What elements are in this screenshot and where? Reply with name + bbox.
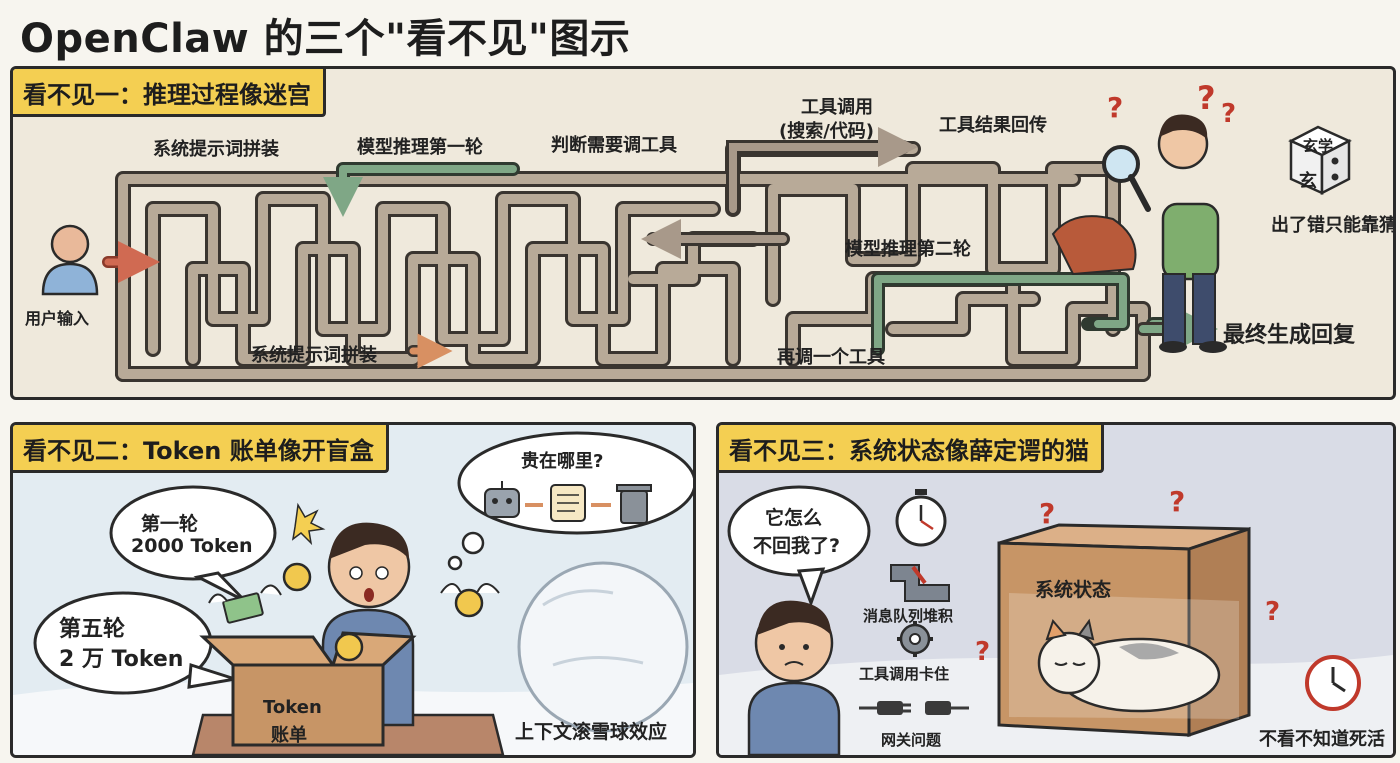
flying-money-icon: [208, 584, 282, 624]
question-mark: ?: [975, 637, 991, 667]
speech-bubble-no-reply: [727, 485, 871, 608]
snowball-icon: [517, 561, 689, 733]
flying-coin-icon: [282, 562, 500, 662]
user-avatar-icon: [41, 224, 99, 296]
detective-icon: [1051, 114, 1227, 353]
scroll-icon: [550, 484, 586, 522]
step-model-round1: 模型推理第一轮: [357, 137, 483, 158]
dice-icon: [1288, 125, 1352, 196]
round5-label: 第五轮: [59, 617, 126, 642]
bubble-line2: 不回我了?: [753, 535, 841, 557]
tool-stuck-label: 工具调用卡住: [859, 665, 950, 683]
robot-icon: [484, 481, 520, 518]
sleeping-cat-icon: [1037, 618, 1221, 713]
token-box-icon: [199, 631, 417, 747]
step-model-round2: 模型推理第二轮: [845, 239, 971, 260]
question-mark: ?: [1221, 99, 1237, 129]
unplugged-icon: [859, 701, 969, 715]
dice-label: 玄学: [1303, 137, 1334, 155]
panel2-title: 看不见二：Token 账单像开盲盒: [13, 425, 389, 473]
token-illustration: [13, 431, 693, 755]
stopwatch-icon: [895, 489, 947, 547]
question-mark: ?: [1197, 79, 1216, 117]
step-tool-result: 工具结果回传: [939, 115, 1047, 136]
step-tool-call-detail: (搜索/代码): [779, 121, 875, 142]
alive-caption: 不看不知道死活: [1259, 729, 1385, 750]
gateway-label: 网关问题: [881, 731, 942, 749]
gear-icon: [897, 621, 933, 657]
sad-person-icon: [747, 600, 841, 755]
user-input-label: 用户输入: [25, 309, 90, 328]
question-mark: ?: [1039, 497, 1056, 530]
step-system-prompt: 系统提示词拼装: [153, 139, 279, 160]
queue-label: 消息队列堆积: [863, 607, 954, 625]
box-label: Token: [263, 697, 322, 718]
question-mark: ?: [1169, 485, 1186, 518]
panel-system-state: 看不见三：系统状态像薛定谔的猫 它怎么 不回我了? 消息队列堆积 工具调用卡住 …: [716, 422, 1396, 758]
round1-tokens: 2000 Token: [131, 535, 253, 557]
step-call-again: 再调一个工具: [777, 347, 885, 368]
box-state-label: 系统状态: [1035, 579, 1112, 601]
state-illustration: [719, 485, 1393, 755]
panel-token-bill: 看不见二：Token 账单像开盲盒 第一轮 2000 Token 第五轮 2 万…: [10, 422, 696, 758]
dice-glyph: 玄: [1299, 171, 1317, 192]
maze-illustration: [41, 114, 1352, 382]
step-judge-tools: 判断需要调工具: [551, 135, 677, 156]
box-label-bill: 账单: [271, 725, 307, 746]
panel3-title: 看不见三：系统状态像薛定谔的猫: [719, 425, 1104, 473]
question-mark: ?: [1265, 597, 1281, 627]
bubble-line1: 它怎么: [765, 507, 823, 529]
round1-label: 第一轮: [141, 513, 199, 535]
shock-star-icon: [291, 502, 326, 546]
snowball-caption: 上下文滚雪球效应: [515, 721, 668, 743]
panel-reasoning-maze: 看不见一：推理过程像迷宫 用户输入 系统提示词拼装 模型推理第一轮 判断需要调工…: [10, 66, 1396, 400]
round5-tokens: 2 万 Token: [59, 647, 184, 672]
page-title: OpenClaw 的三个"看不见"图示: [20, 16, 631, 62]
pipe-icon: [890, 564, 950, 602]
speech-bubble-round1: [109, 485, 277, 603]
final-reply-label: 最终生成回复: [1223, 323, 1356, 348]
step-tool-call: 工具调用: [801, 97, 873, 118]
clock-icon: [1305, 655, 1361, 711]
panel1-title: 看不见一：推理过程像迷宫: [13, 69, 326, 117]
question-mark: ?: [1107, 91, 1124, 124]
trash-icon: [616, 484, 652, 524]
guess-caption: 出了错只能靠猜: [1271, 215, 1396, 236]
step-system-prompt-bottom: 系统提示词拼装: [251, 345, 377, 366]
thought-question: 贵在哪里?: [521, 451, 604, 472]
